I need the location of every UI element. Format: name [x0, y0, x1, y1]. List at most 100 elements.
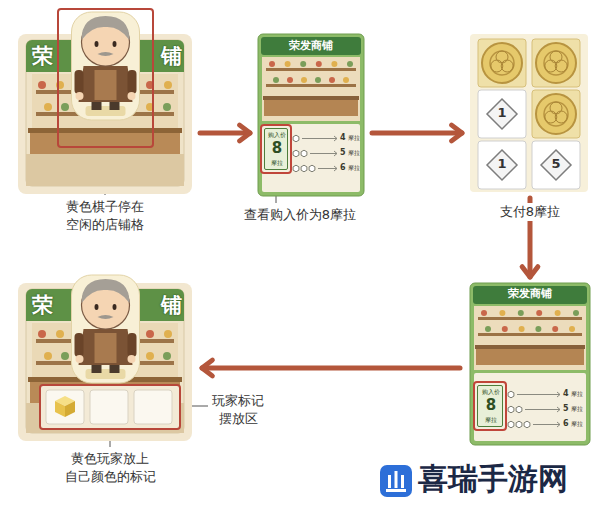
goods-jar	[555, 310, 561, 316]
goods-jar	[61, 352, 69, 360]
goods-jar	[300, 61, 306, 67]
card-title: 铺	[161, 293, 182, 317]
price-number: 5	[340, 148, 346, 157]
hex-icon	[508, 406, 514, 413]
coin-value: 1	[492, 157, 512, 172]
currency-unit: 摩拉	[478, 417, 504, 424]
shelf	[478, 317, 582, 320]
price-number: 4	[563, 389, 569, 398]
goods-jar	[273, 77, 279, 83]
highlight-frame	[58, 9, 153, 147]
goods-jar	[518, 310, 524, 316]
goods-jar	[146, 352, 154, 360]
mora-coin	[482, 43, 522, 83]
hex-icon	[301, 165, 307, 172]
goods-jar	[519, 326, 525, 332]
goods-jar	[164, 330, 172, 338]
standee	[72, 275, 140, 383]
currency-unit: 摩拉	[571, 406, 583, 413]
goods-jar	[536, 310, 542, 316]
arm	[75, 333, 84, 357]
goods-jar	[316, 61, 322, 67]
coin-pattern	[550, 51, 562, 63]
coin-pattern	[501, 60, 513, 72]
hex-icon	[508, 391, 514, 398]
watermark: 喜瑞手游网	[418, 461, 568, 497]
marker-slot	[90, 390, 128, 424]
floor	[26, 154, 184, 186]
currency-unit: 摩拉	[265, 160, 289, 167]
player-marker	[65, 401, 75, 417]
watermark-logo	[395, 471, 398, 488]
mustache	[98, 52, 114, 56]
card-illustration	[470, 34, 588, 192]
coin-tile	[532, 90, 580, 138]
coin-pattern	[555, 111, 567, 123]
goods-jar	[146, 330, 154, 338]
mustache	[98, 315, 114, 319]
goods-jar	[347, 61, 353, 67]
hex-icon	[293, 135, 299, 142]
highlight-frame	[474, 382, 506, 430]
goods-jar	[329, 77, 335, 83]
shop-card: 荣铺	[18, 283, 192, 441]
value-diamond	[487, 150, 517, 180]
goods-jar	[38, 330, 46, 338]
goods-jar	[164, 81, 172, 89]
flow-arrow	[202, 360, 460, 376]
card-frame	[258, 34, 364, 196]
arrow-head	[240, 125, 250, 141]
flow-arrow	[200, 125, 250, 141]
currency-unit: 摩拉	[348, 135, 360, 142]
price-table	[262, 124, 360, 192]
row-arrow	[525, 407, 560, 412]
hex-icon	[524, 421, 530, 428]
body	[79, 66, 133, 102]
goods-jar	[481, 310, 487, 316]
arrow-head	[522, 267, 538, 277]
price-number: 5	[563, 404, 569, 413]
shop-scene	[474, 306, 586, 370]
counter-top	[28, 128, 182, 133]
mora-coin	[536, 43, 576, 83]
coin-panel-ground	[470, 34, 588, 192]
highlight-frame	[261, 125, 291, 173]
apron	[95, 70, 117, 100]
goods-jar	[485, 326, 491, 332]
arm	[128, 70, 137, 94]
hex-icon	[309, 165, 315, 172]
price-caption: 购入价	[265, 132, 289, 139]
arrow-shaft	[372, 131, 462, 136]
shop-scene	[262, 57, 360, 121]
coin-ring	[544, 102, 568, 126]
row-arrow	[318, 166, 337, 171]
goods-jar	[331, 61, 337, 67]
card-title: 荣发商铺	[258, 39, 364, 51]
eye	[113, 304, 117, 310]
shelf	[266, 84, 356, 87]
hex-icon	[516, 421, 522, 428]
watermark-logo	[388, 475, 391, 488]
hex-icon	[301, 150, 307, 157]
watermark-logo	[401, 475, 404, 488]
value-diamond	[487, 99, 517, 129]
eye	[95, 304, 99, 310]
card-title: 铺	[161, 44, 182, 68]
hair	[82, 279, 130, 303]
coin-value: 1	[492, 106, 512, 121]
hand	[128, 355, 136, 363]
step-caption: 查看购入价为8摩拉	[235, 206, 365, 224]
highlight-frame	[40, 385, 180, 429]
price-box: 购入价8摩拉	[264, 128, 288, 170]
goods-jar	[44, 103, 52, 111]
card-illustration	[258, 34, 364, 196]
card-title: 荣	[32, 44, 53, 68]
goods-jar	[573, 310, 579, 316]
goods-jar	[163, 352, 171, 360]
coin-pattern	[555, 60, 567, 72]
price-number: 8	[478, 397, 504, 414]
coin-pattern	[496, 51, 508, 63]
shop-wall	[32, 323, 178, 379]
arrow-shaft	[200, 131, 250, 136]
currency-unit: 摩拉	[571, 421, 583, 428]
